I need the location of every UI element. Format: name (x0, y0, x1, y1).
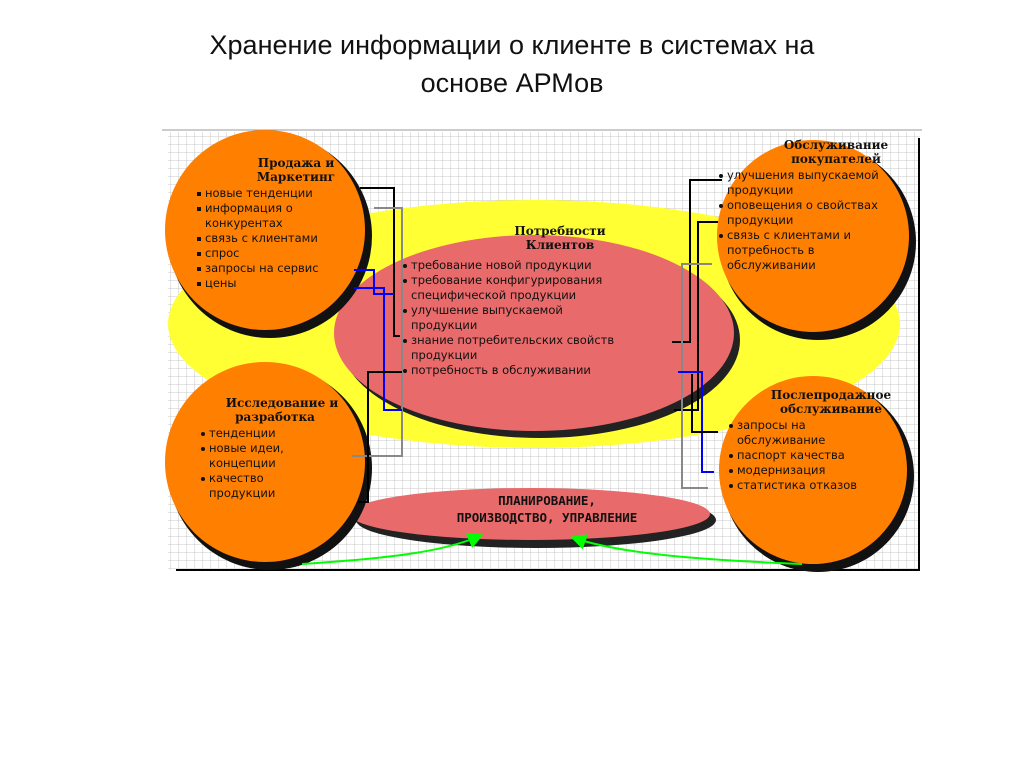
sales-item: запросы на сервис (196, 261, 346, 276)
sales-item: информация о конкурентах (196, 201, 323, 231)
pink-ellipse (334, 235, 734, 431)
planning-label-line1: ПЛАНИРОВАНИЕ, (498, 493, 596, 508)
sales-list: новые тенденции информация о конкурентах… (196, 186, 346, 291)
diagram-graphics (162, 129, 922, 572)
center-item: улучшение выпускаемой продукции (402, 303, 631, 333)
aftersales-heading-line1: Послепродажное (770, 388, 892, 402)
service-list: улучшения выпускаемой продукции оповещен… (718, 168, 910, 273)
aftersales-heading-line2: обслуживание (780, 402, 882, 416)
center-block: Потребности Клиентов требование новой пр… (402, 224, 682, 378)
service-item: улучшения выпускаемой продукции (718, 168, 897, 198)
center-heading-line2: Клиентов (525, 238, 595, 252)
center-item: потребность в обслуживании (402, 363, 672, 378)
center-item: требование новой продукции (402, 258, 672, 273)
center-heading-line1: Потребности (514, 224, 606, 238)
aftersales-item: статистика отказов (728, 478, 908, 493)
sales-circle (165, 130, 365, 330)
green-arrow-left (301, 533, 484, 565)
connector-research-black (358, 371, 402, 503)
service-item: связь с клиентами и потребность в обслуж… (718, 228, 887, 273)
research-list: тенденции новые идеи, концепции качество… (200, 426, 310, 501)
connector-aftersales-black (691, 374, 718, 433)
slide-title: Хранение информации о клиенте в системах… (112, 26, 912, 102)
aftersales-circle (719, 376, 907, 564)
aftersales-item: модернизация (728, 463, 908, 478)
sales-heading-line2: Маркетинг (256, 170, 336, 184)
sales-item: связь с клиентами (196, 231, 346, 246)
connector-service-black2 (674, 221, 718, 411)
connector-service-gray (681, 263, 712, 489)
planning-label: ПЛАНИРОВАНИЕ, ПРОИЗВОДСТВО, УПРАВЛЕНИЕ (367, 492, 727, 526)
center-item: требование конфигурирования специфическо… (402, 273, 667, 303)
center-list: требование новой продукции требование ко… (402, 258, 672, 378)
center-item: знание потребительских свойств продукции (402, 333, 621, 363)
sales-item: цены (196, 276, 346, 291)
service-heading-line2: покупателей (791, 152, 881, 166)
connector-sales-blue2 (354, 287, 402, 411)
sales-heading-line1: Продажа и (257, 156, 335, 170)
research-item: тенденции (200, 426, 310, 441)
research-heading-line1: Исследование и (225, 396, 339, 410)
research-heading-line2: разработка (235, 410, 315, 424)
aftersales-item: паспорт качества (728, 448, 908, 463)
green-arrow-right (570, 534, 803, 565)
service-heading-line1: Обслуживание (783, 138, 889, 152)
connector-sales-black (360, 187, 400, 337)
diagram: Продажа и Маркетинг новые тенденции инфо… (162, 128, 922, 573)
research-block: Исследование и разработка тенденции новы… (200, 396, 350, 501)
research-item: качество продукции (200, 471, 310, 501)
aftersales-block: Послепродажное обслуживание запросы на о… (728, 388, 914, 493)
aftersales-item: запросы на обслуживание (728, 418, 857, 448)
research-circle (165, 362, 365, 562)
connector-sales-gray (352, 207, 403, 457)
service-circle (717, 140, 909, 332)
research-item: новые идеи, концепции (200, 441, 310, 471)
service-item: оповещения о свойствах продукции (718, 198, 897, 228)
service-block: Обслуживание покупателей улучшения выпус… (718, 138, 914, 273)
slide-title-line1: Хранение информации о клиенте в системах… (209, 30, 815, 60)
sales-item: новые тенденции (196, 186, 346, 201)
planning-label-line2: ПРОИЗВОДСТВО, УПРАВЛЕНИЕ (456, 510, 638, 525)
planning-ellipse (350, 488, 710, 540)
aftersales-list: запросы на обслуживание паспорт качества… (728, 418, 908, 493)
sales-item: спрос (196, 246, 346, 261)
sales-block: Продажа и Маркетинг новые тенденции инфо… (196, 156, 356, 291)
connector-aftersales-blue (678, 371, 714, 473)
slide-title-line2: основе АРМов (420, 68, 604, 98)
